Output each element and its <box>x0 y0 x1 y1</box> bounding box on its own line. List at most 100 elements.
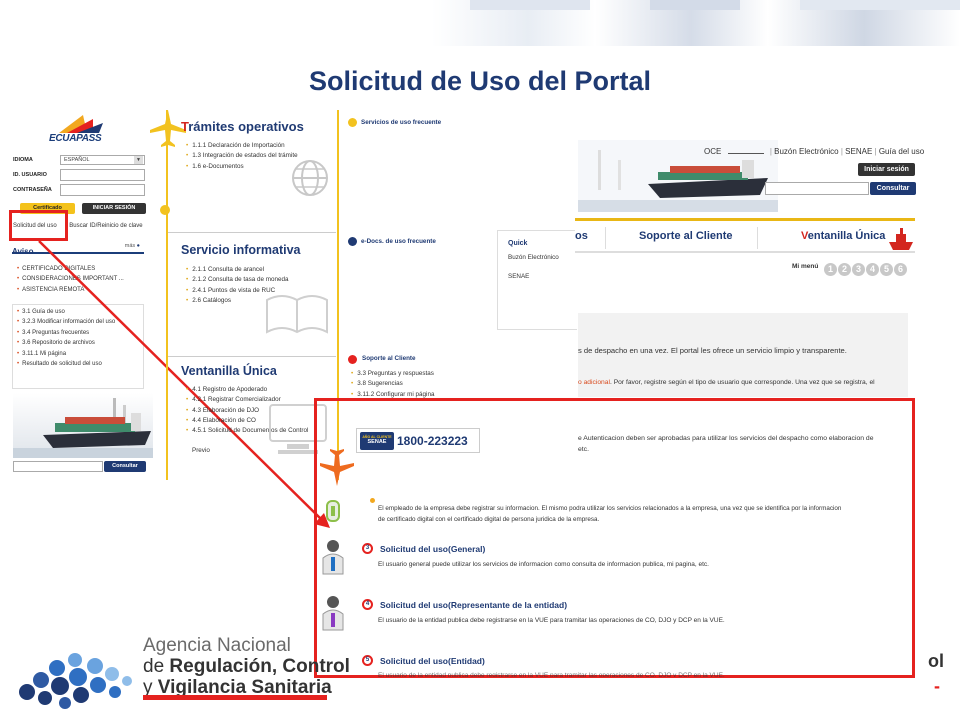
quick-link[interactable]: 3.4 Preguntas frecuentes <box>17 328 115 338</box>
aviso-item[interactable]: CONSIDERACIONES IMPORTANT ... <box>17 274 124 284</box>
agency-right-partial-dash: - <box>934 676 940 696</box>
ventanilla-title: Ventanilla Única <box>181 364 277 378</box>
ventanilla-link[interactable]: 4.2.1 Registrar Comercializador <box>186 395 308 405</box>
mi-menu-number[interactable]: 5 <box>880 263 893 276</box>
site-navbar: os Soporte al Cliente Ventanilla Única <box>575 218 915 253</box>
servicio-link[interactable]: 2.4.1 Puntos de vista de RUC <box>186 286 289 296</box>
agency-red-underline <box>143 695 327 700</box>
left-search-input[interactable] <box>13 461 103 472</box>
nav-item-ventanilla[interactable]: Ventanilla Única <box>801 230 886 242</box>
ventanilla-link[interactable]: 4.5.1 Solicitud de Documentos de Control <box>186 426 308 436</box>
aviso-item[interactable]: CERTIFICADO DIGITALES <box>17 264 124 274</box>
entry-title-entidad[interactable]: Solicitud del uso(Entidad) <box>380 656 485 666</box>
quick-popup-link[interactable]: Buzón Electrónico <box>508 254 559 261</box>
adicional-link[interactable]: o adicional <box>578 379 610 386</box>
solicitud-link[interactable]: Solicitud del uso <box>13 223 57 229</box>
servicio-title: Servicio informativa <box>181 243 301 257</box>
agency-line3: y Vigilancia Sanitaria <box>143 677 332 698</box>
iniciar-sesion-button[interactable]: INICIAR SESIÓN <box>82 203 146 214</box>
autenticacion-text-line1: e Autenticacion deben ser aprobadas para… <box>578 435 874 442</box>
entry-number-badge: 4 <box>362 599 373 610</box>
soporte-list: 3.3 Preguntas y respuestas 3.8 Sugerenci… <box>351 369 434 400</box>
ventanilla-link[interactable]: 4.1 Registro de Apoderado <box>186 385 308 395</box>
mi-menu-label: Mi menú <box>792 263 819 270</box>
entry-number-badge: 5 <box>362 655 373 666</box>
certificado-button[interactable]: Certificado <box>20 203 75 214</box>
servicios-frecuentes-title: Servicios de uso frecuente <box>361 119 442 126</box>
edocs-frecuentes-title: e-Docs. de uso frecuente <box>361 238 436 245</box>
servicio-link[interactable]: 2.6 Catálogos <box>186 296 289 306</box>
contrasena-input[interactable] <box>60 184 145 196</box>
servicios-icon <box>348 118 357 127</box>
site-top-link[interactable]: Buzón Electrónico <box>774 147 839 156</box>
ventanilla-link[interactable]: 4.3 Elaboración de DJO <box>186 406 308 416</box>
autenticacion-text-line2: etc. <box>578 446 589 453</box>
entry-number-badge: 3 <box>362 543 373 554</box>
tramites-list: 1.1.1 Declaración de Importación 1.3 Int… <box>186 141 298 172</box>
phone-number: 1800-223223 <box>397 434 468 448</box>
intro-box <box>578 313 908 397</box>
site-consultar-button[interactable]: Consultar <box>870 182 916 195</box>
site-top-link[interactable]: SENAE <box>845 147 873 156</box>
intro-text-line2: o adicional. Por favor, registre según e… <box>578 379 875 386</box>
site-top-links: OCE | Buzón Electrónico | SENAE | Guía d… <box>704 147 925 156</box>
soporte-icon <box>348 355 357 364</box>
site-iniciar-sesion-button[interactable]: Iniciar sesión <box>858 163 915 176</box>
servicio-link[interactable]: 2.1.1 Consulta de arancel <box>186 265 289 275</box>
idioma-label: IDIOMA <box>13 157 33 163</box>
tramites-link[interactable]: 1.3 Integración de estados del trámite <box>186 151 297 161</box>
agency-name: Agencia Nacional de Regulación, Control … <box>143 635 350 698</box>
quick-link[interactable]: 3.11.1 Mi página <box>17 349 115 359</box>
entry-title-representante[interactable]: Solicitud del uso(Representante de la en… <box>380 600 568 610</box>
section-separator <box>168 232 336 233</box>
site-top-link[interactable]: OCE <box>704 147 722 156</box>
agency-line1: Agencia Nacional <box>143 635 291 656</box>
nav-item-partial[interactable]: os <box>575 230 588 242</box>
divider-right <box>337 110 339 480</box>
soporte-link[interactable]: 3.3 Preguntas y respuestas <box>351 369 434 379</box>
airplane-small-icon <box>348 237 357 246</box>
nav-item-soporte[interactable]: Soporte al Cliente <box>639 230 733 242</box>
highlight-solicitud-types <box>314 398 915 678</box>
tramites-link[interactable]: 1.6 e-Documentos <box>186 162 298 172</box>
slide-title: Solicitud de Uso del Portal <box>308 66 652 96</box>
tramites-link[interactable]: 1.1.1 Declaración de Importación <box>186 141 298 151</box>
usuario-input[interactable] <box>60 169 145 181</box>
top-decorative-band <box>0 0 960 46</box>
section-separator <box>168 356 336 357</box>
entry-desc-entidad: El usuario de la entidad publica debe re… <box>378 672 725 677</box>
bullet-icon <box>370 498 375 503</box>
mi-menu-number[interactable]: 2 <box>838 263 851 276</box>
airplane-orange-icon <box>320 449 354 486</box>
idioma-select[interactable]: ESPAÑOL ▼ <box>60 155 145 165</box>
yellow-dot-icon <box>160 205 170 215</box>
quick-link[interactable]: Resultado de solicitud del uso <box>17 359 115 369</box>
mas-link[interactable]: más ● <box>124 243 140 249</box>
entry-desc-representante: El usuario de la entidad publica debe re… <box>378 617 725 624</box>
empleado-text-line1: El empleado de la empresa debe registrar… <box>378 505 842 512</box>
phone-banner[interactable]: AÑO AL CLIENTE SENAE 1800-223223 <box>356 428 480 453</box>
site-search-input[interactable] <box>765 182 869 195</box>
aviso-item[interactable]: ASISTENCIA REMOTA <box>17 285 124 295</box>
mi-menu-number[interactable]: 3 <box>852 263 865 276</box>
user-purple-icon <box>322 596 344 631</box>
left-consultar-button[interactable]: Consultar <box>104 461 146 472</box>
soporte-link[interactable]: 3.8 Sugerencias <box>351 379 434 389</box>
mi-menu-number[interactable]: 6 <box>894 263 907 276</box>
soporte-link[interactable]: 3.11.2 Configurar mi página <box>351 390 434 400</box>
quick-link[interactable]: 3.1 Guía de uso <box>17 307 115 317</box>
aviso-header: Aviso más ● <box>12 241 144 256</box>
quick-link[interactable]: 3.6 Repositorio de archivos <box>17 338 115 348</box>
entry-title-general[interactable]: Solicitud del uso(General) <box>380 544 486 554</box>
mi-menu-number[interactable]: 4 <box>866 263 879 276</box>
user-blue-icon <box>322 540 344 575</box>
site-top-link[interactable]: Guía del uso <box>878 147 925 156</box>
mi-menu-number[interactable]: 1 <box>824 263 837 276</box>
quick-link[interactable]: 3.2.3 Modificar información del uso <box>17 317 115 327</box>
agency-right-partial: ol <box>928 651 944 671</box>
book-icon <box>266 295 328 334</box>
quick-popup-link[interactable]: SENAE <box>508 273 530 280</box>
ventanilla-link[interactable]: 4.4 Elaboración de CO <box>186 416 308 426</box>
servicio-link[interactable]: 2.1.2 Consulta de tasa de moneda <box>186 275 288 285</box>
